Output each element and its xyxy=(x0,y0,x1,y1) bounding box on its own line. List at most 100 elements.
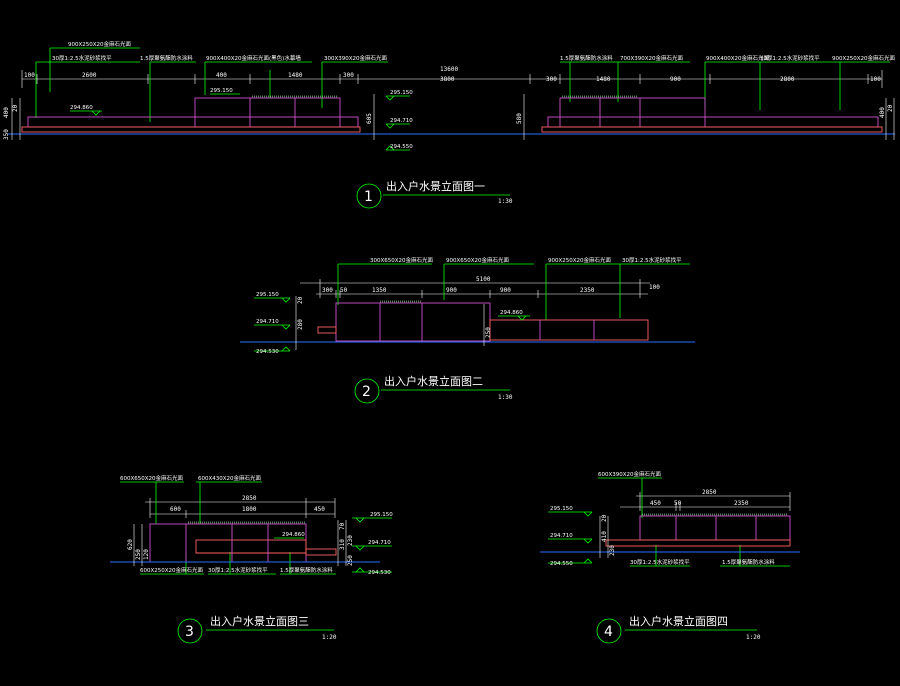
water-feature-2 xyxy=(317,300,649,342)
drawing-number-circle xyxy=(596,618,622,644)
callout-label: 700X390X20金麻石光面 xyxy=(620,54,684,62)
dim-text: 300 xyxy=(322,287,333,294)
dim-text-total: 2850 xyxy=(702,489,717,496)
callout-label: 600X250X20金麻石光面 xyxy=(140,566,204,574)
planter-left xyxy=(21,95,361,133)
dim-text: 310 xyxy=(339,539,346,550)
dim-text: 1350 xyxy=(372,287,387,294)
callout-label: 600X390X20金麻石光面 xyxy=(598,470,662,478)
level-label: 294.860 xyxy=(500,310,523,316)
dim-text: 1800 xyxy=(242,506,257,513)
level-label: 295.150 xyxy=(550,506,573,512)
dim-text: 250 xyxy=(135,549,142,560)
elevation-3: 600 2850 1800 450 600X650X20金麻石光面 600X43… xyxy=(110,474,393,644)
dim-text: 230 xyxy=(347,535,354,546)
callout-label: 300X390X20金麻石光面 xyxy=(324,54,388,62)
elevation-4: 2850 450 50 2350 600X390X20金麻石光面 30厚1:2.… xyxy=(540,470,800,644)
dim-text: 900 xyxy=(670,76,681,83)
level-label: 295.150 xyxy=(390,90,413,96)
drawing-scale: 1:30 xyxy=(498,198,513,205)
callout-label: 600X650X20金麻石光面 xyxy=(120,474,184,482)
callout-label: 900X250X20金麻石光面 xyxy=(548,256,612,264)
dim-text: 20 xyxy=(12,104,19,112)
callout-label: 30厚1:2.5水泥砂浆找平 xyxy=(208,566,268,574)
dim-text: 1480 xyxy=(596,76,611,83)
callout-label: 1.5厚聚氨酯防水涂料 xyxy=(140,54,193,62)
elevation-1: 100 2600 400 1480 300 13600 3800 300 148… xyxy=(3,40,896,209)
dim-text-total: 5100 xyxy=(476,276,491,283)
dim-text-total: 13600 xyxy=(440,66,458,73)
dim-text: 350 xyxy=(3,129,10,140)
water-feature-3 xyxy=(149,521,337,563)
dim-text: 3800 xyxy=(440,76,455,83)
dim-text: 400 xyxy=(3,107,10,118)
callout-label: 30厚1:2.5水泥砂浆找平 xyxy=(760,54,820,62)
drawing-number: 4 xyxy=(604,624,613,640)
drawing-number-circle xyxy=(177,618,203,644)
callout-label: 600X430X20金麻石光面 xyxy=(198,474,262,482)
callout-label: 900X400X20金麻石光面(黑色)水幕墙 xyxy=(206,54,301,62)
dim-text: 400 xyxy=(216,72,227,79)
dim-text: 20 xyxy=(887,104,894,112)
callout-label: 900X650X20金麻石光面 xyxy=(446,256,510,264)
dim-text: 2600 xyxy=(82,72,97,79)
drawing-number-circle xyxy=(354,378,380,404)
dim-text: 100 xyxy=(870,76,881,83)
dim-text: 620 xyxy=(127,539,134,550)
dim-text: 450 xyxy=(314,506,325,513)
drawing-number: 1 xyxy=(364,189,373,205)
level-label: 294.550 xyxy=(390,144,413,150)
dim-text: 280 xyxy=(297,319,304,330)
dim-text: 2800 xyxy=(780,76,795,83)
level-label: 294.710 xyxy=(390,118,413,124)
callout-label: 300X650X20金麻石光面 xyxy=(370,256,434,264)
callout-label: 30厚1:2.5水泥砂浆找平 xyxy=(52,54,112,62)
level-label: 295.150 xyxy=(210,88,233,94)
dim-text: 70 xyxy=(339,522,346,530)
dim-text: 120 xyxy=(143,549,150,560)
water-feature-4 xyxy=(605,513,791,547)
level-label: 294.550 xyxy=(550,561,573,567)
level-label: 295.150 xyxy=(256,292,279,298)
drawing-number: 2 xyxy=(362,384,371,400)
dim-text: 50 xyxy=(674,500,682,507)
callout-label: 900X250X20金麻石光面 xyxy=(68,40,132,48)
level-label: 294.860 xyxy=(282,532,305,538)
planter-right xyxy=(541,95,883,133)
level-label: 294.710 xyxy=(368,540,391,546)
dim-text: 600 xyxy=(170,506,181,513)
level-label: 294.530 xyxy=(256,349,279,355)
dim-text: 450 xyxy=(650,500,661,507)
dim-text: 900 xyxy=(500,287,511,294)
level-label: 294.860 xyxy=(70,105,93,111)
level-label: 294.530 xyxy=(368,570,391,576)
dim-text: 50 xyxy=(340,287,348,294)
dim-text: 300 xyxy=(343,72,354,79)
dim-text: 1480 xyxy=(288,72,303,79)
dim-text: 400 xyxy=(879,107,886,118)
drawing-title: 出入户水景立面图四 xyxy=(629,614,728,628)
level-label: 294.710 xyxy=(550,533,573,539)
drawing-scale: 1:30 xyxy=(498,394,513,401)
dim-text: 20 xyxy=(297,296,304,304)
dim-text: 580 xyxy=(516,113,523,124)
elevation-2: 300 50 1350 900 900 5100 2350 100 300X65… xyxy=(240,256,695,404)
drawing-scale: 1:20 xyxy=(746,634,761,641)
dim-text: 300 xyxy=(546,76,557,83)
dim-text: 2350 xyxy=(734,500,749,507)
dim-text: 900 xyxy=(446,287,457,294)
callout-label: 1.5厚聚氨酯防水涂料 xyxy=(722,558,775,566)
dim-text: 100 xyxy=(24,72,35,79)
dim-text: 250 xyxy=(347,555,354,566)
level-label: 295.150 xyxy=(370,512,393,518)
drawing-title: 出入户水景立面图三 xyxy=(210,614,309,628)
drawing-title: 出入户水景立面图二 xyxy=(384,374,483,388)
drawing-title: 出入户水景立面图一 xyxy=(386,179,485,193)
callout-label: 900X400X20金麻石光面 xyxy=(706,54,770,62)
dim-text: 250 xyxy=(485,327,492,338)
dim-text: 605 xyxy=(366,113,373,124)
drawing-number-circle xyxy=(356,183,382,209)
dim-text: 2350 xyxy=(580,287,595,294)
dim-text: 100 xyxy=(649,284,660,291)
